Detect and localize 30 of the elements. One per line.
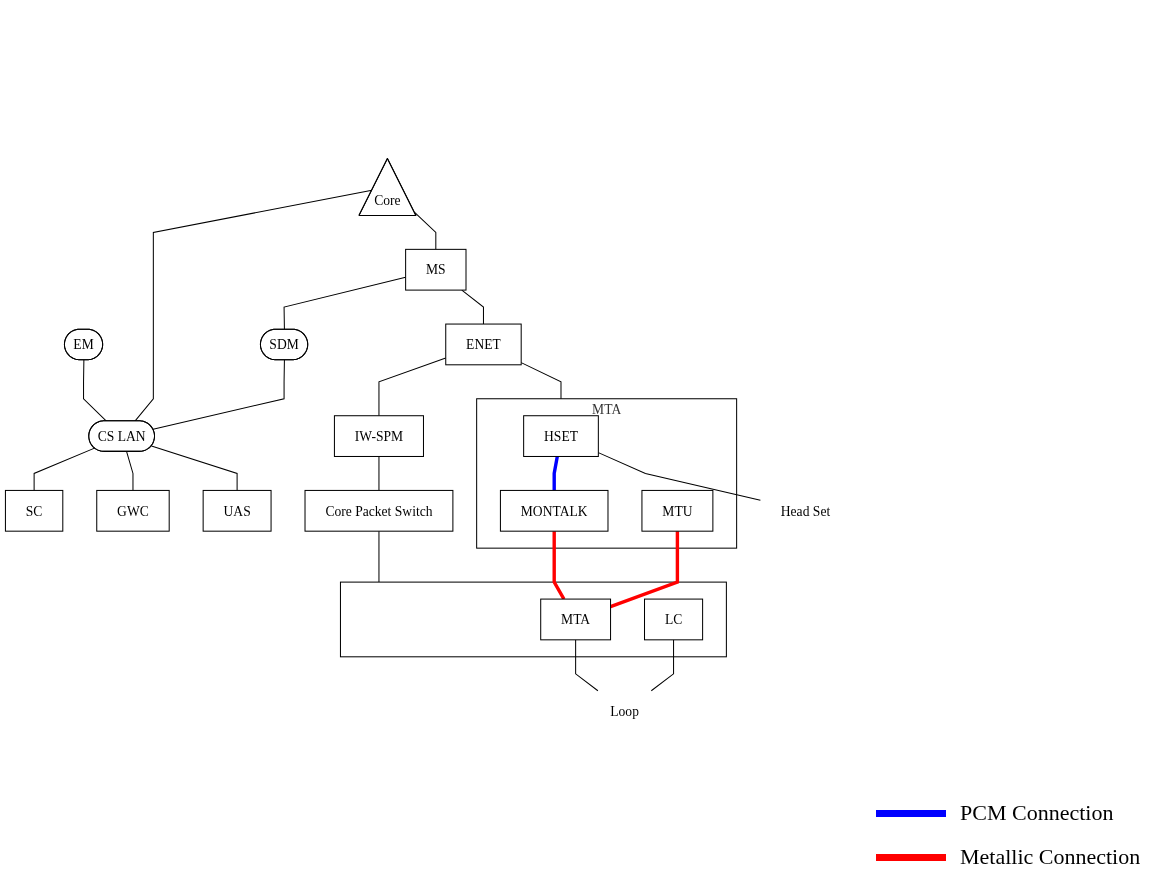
connector xyxy=(378,456,380,491)
cluster xyxy=(339,581,727,658)
connector xyxy=(378,530,380,583)
node-box: MS xyxy=(405,248,467,291)
connector xyxy=(33,447,96,491)
connector xyxy=(126,451,134,491)
node-box: SC xyxy=(4,489,64,532)
node-text: Head Set xyxy=(780,503,831,519)
node-box: IW-SPM xyxy=(333,415,424,457)
connector xyxy=(152,359,285,430)
connector xyxy=(83,359,107,422)
node-box: UAS xyxy=(202,489,272,532)
node-box: LC xyxy=(644,598,704,641)
node-box: HSET xyxy=(523,415,599,457)
connector xyxy=(461,289,484,325)
connector xyxy=(552,531,566,600)
node-text: Loop xyxy=(610,703,639,719)
node-box: MONTALK xyxy=(499,489,609,532)
connector xyxy=(151,445,238,491)
node-box: GWC xyxy=(96,489,170,532)
node-box: Core Packet Switch xyxy=(304,489,454,532)
legend-text: PCM Connection xyxy=(960,800,1114,826)
connector xyxy=(575,639,599,692)
node-box: ENET xyxy=(445,323,522,366)
connector xyxy=(414,212,437,250)
node-box: MTA xyxy=(540,598,612,641)
legend-text: Metallic Connection xyxy=(960,844,1141,870)
node-box: MTU xyxy=(641,489,714,532)
connector xyxy=(552,456,559,491)
connector xyxy=(650,639,675,692)
